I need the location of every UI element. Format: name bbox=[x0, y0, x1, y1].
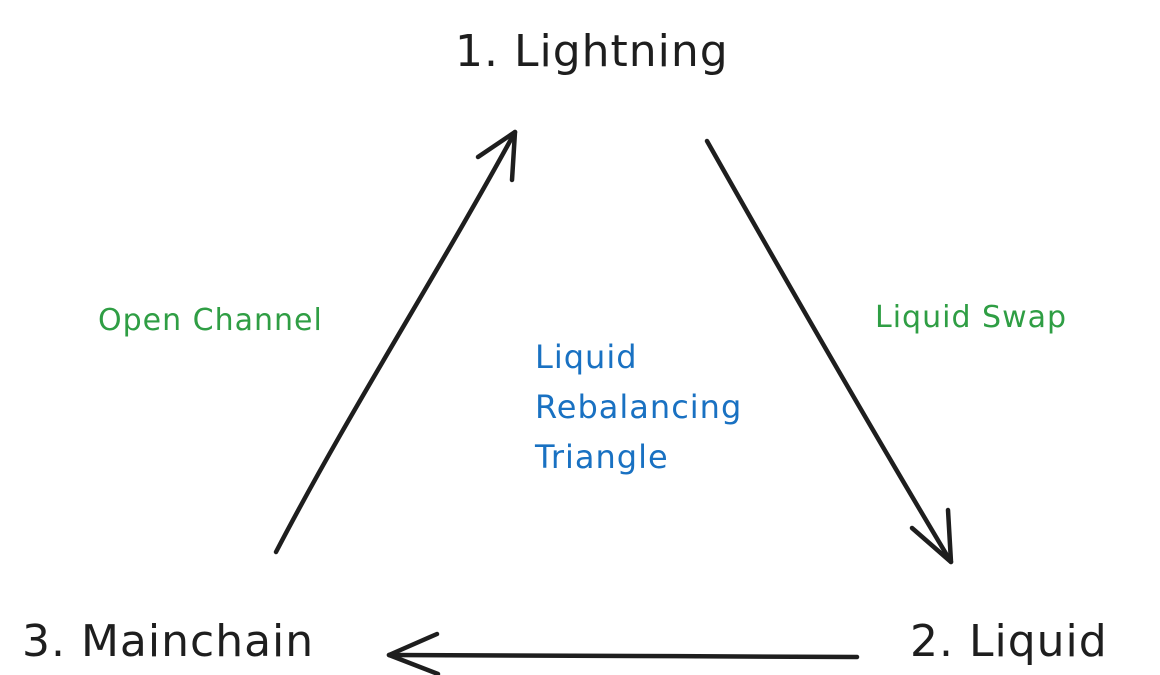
arrow-mainchain-to-lightning-shaft bbox=[273, 129, 518, 555]
arrow-liquid-to-mainchain bbox=[386, 631, 860, 675]
center-title-line-3: Triangle bbox=[535, 438, 669, 476]
center-title-line-2: Rebalancing bbox=[535, 388, 743, 426]
arrow-lightning-to-liquid-head bbox=[909, 507, 954, 565]
arrow-liquid-to-mainchain-head bbox=[386, 631, 441, 675]
arrow-lightning-to-liquid bbox=[704, 138, 954, 565]
arrow-mainchain-to-lightning-head bbox=[475, 129, 518, 183]
arrow-mainchain-to-lightning bbox=[273, 129, 518, 555]
arrow-liquid-to-mainchain-shaft bbox=[386, 652, 860, 660]
node-mainchain: 3. Mainchain bbox=[22, 616, 315, 667]
node-liquid: 2. Liquid bbox=[910, 616, 1108, 667]
node-lightning: 1. Lightning bbox=[455, 26, 729, 77]
edge-label-open-channel: Open Channel bbox=[98, 303, 323, 338]
center-title: Liquid Rebalancing Triangle bbox=[535, 332, 742, 482]
center-title-line-1: Liquid bbox=[535, 338, 638, 376]
arrow-lightning-to-liquid-shaft bbox=[704, 138, 954, 565]
edge-label-liquid-swap: Liquid Swap bbox=[875, 300, 1068, 335]
